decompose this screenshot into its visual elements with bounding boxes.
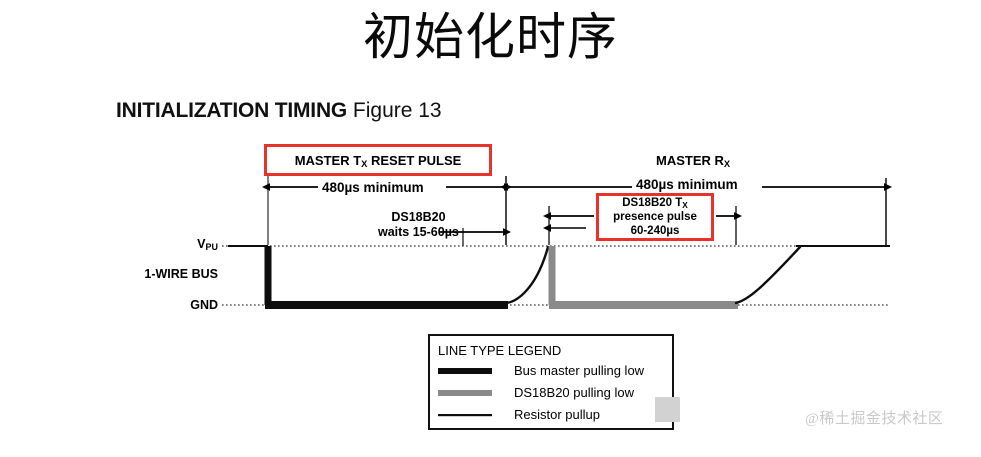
gray-square-artifact (655, 397, 680, 422)
legend-label-resistor-pullup: Resistor pullup (514, 407, 600, 422)
figure-heading: INITIALIZATION TIMING Figure 13 (116, 98, 442, 123)
figure-heading-bold: INITIALIZATION TIMING (116, 99, 348, 122)
annotation-presence-pulse: DS18B20 TX presence pulse 60-240µs (596, 193, 714, 241)
dimension-label-master-tx: 480µs minimum (322, 180, 424, 195)
dimension-arrows (262, 183, 892, 236)
annotation-master-tx-reset-pulse: MASTER TX RESET PULSE (264, 144, 492, 176)
figure-heading-number: Figure 13 (352, 99, 442, 122)
waveform-pullup-rise-after-presence (734, 245, 802, 305)
waveform (228, 245, 890, 309)
master-tx-suffix: RESET PULSE (367, 152, 462, 168)
annotation-master-rx: MASTER RX (656, 153, 731, 170)
presence-line-2: presence pulse (613, 211, 697, 223)
axis-label-vpu: VPU (120, 237, 218, 251)
watermark: @稀土掘金技术社区 (805, 411, 944, 427)
vpu-prefix: V (197, 237, 206, 251)
master-rx-prefix: MASTER R (656, 153, 724, 168)
legend-item-bus-master: Bus master pulling low (438, 362, 668, 380)
legend-item-resistor-pullup: Resistor pullup (438, 406, 668, 424)
master-tx-prefix: MASTER T (294, 152, 362, 168)
master-tx-subscript: X (361, 158, 368, 169)
presence-line1-subscript: X (682, 200, 688, 210)
legend-swatch-thin-black (438, 414, 492, 417)
vpu-subscript: PU (205, 241, 218, 252)
legend-swatch-thick-gray (438, 390, 492, 396)
waits-line-2: waits 15-60µs (378, 225, 459, 239)
legend-label-bus-master: Bus master pulling low (514, 363, 645, 378)
legend-label-ds18b20: DS18B20 pulling low (514, 385, 634, 400)
axis-label-1-wire-bus: 1-WIRE BUS (144, 267, 218, 281)
presence-line1-prefix: DS18B20 T (622, 197, 683, 209)
dimension-label-master-rx: 480µs minimum (636, 177, 738, 192)
page-title: 初始化时序 (363, 9, 618, 65)
master-rx-subscript: X (723, 159, 731, 170)
legend-item-ds18b20: DS18B20 pulling low (438, 384, 668, 402)
legend-title: LINE TYPE LEGEND (438, 343, 562, 358)
annotation-ds18b20-waits: DS18B20 waits 15-60µs (378, 210, 459, 240)
axis-label-gnd: GND (190, 298, 218, 312)
waveform-pullup-rise-after-reset (504, 245, 550, 305)
waits-line-1: DS18B20 (391, 210, 446, 224)
gridlines (222, 245, 890, 306)
legend-swatch-thick-black (438, 368, 492, 374)
presence-line-1: DS18B20 TX (622, 197, 688, 209)
presence-line-3: 60-240µs (630, 225, 680, 237)
